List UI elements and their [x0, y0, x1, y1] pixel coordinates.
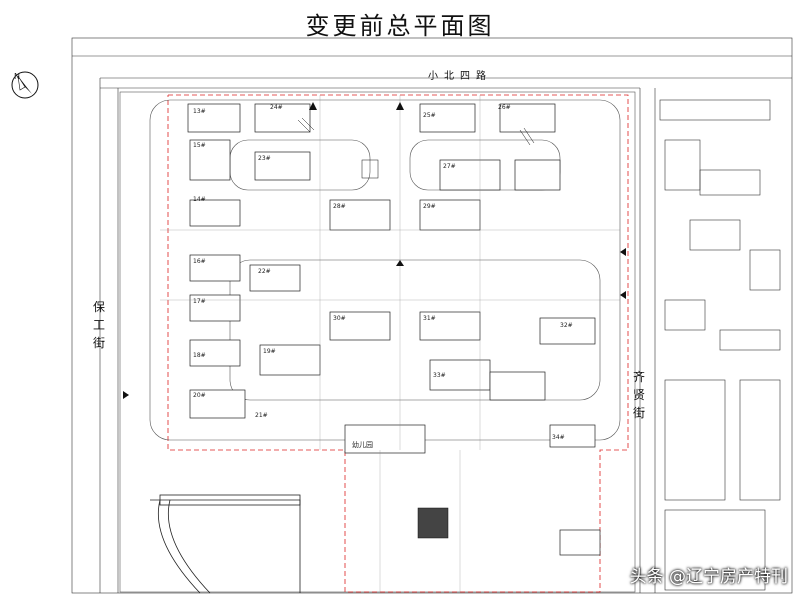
compass-label: N [14, 72, 20, 81]
building-label: 30# [333, 315, 346, 322]
building-label: 21# [255, 412, 268, 419]
page-title: 变更前总平面图 [305, 12, 495, 40]
building-label: 20# [193, 392, 206, 399]
building-label: 33# [433, 372, 446, 379]
building-label: 24# [270, 104, 283, 111]
building-label: 23# [258, 155, 271, 162]
building-label: 25# [423, 112, 436, 119]
building-label: 29# [423, 203, 436, 210]
building-label: 27# [443, 163, 456, 170]
north-arrow-icon [11, 71, 39, 99]
road-north-label: 小北四路 [428, 71, 492, 82]
road-west-label: 保工街 [92, 300, 105, 350]
building-label: 22# [258, 268, 271, 275]
building-label: 26# [498, 104, 511, 111]
building-label: 32# [560, 322, 573, 329]
building-label: 34# [552, 434, 565, 441]
building-label: 18# [193, 352, 206, 359]
building-label: 16# [193, 258, 206, 265]
building-label: 14# [193, 196, 206, 203]
kindergarten-label: 幼儿园 [352, 441, 373, 449]
building-label: 15# [193, 142, 206, 149]
watermark: 头条 @辽宁房产特刊 [629, 567, 788, 587]
building-label: 28# [333, 203, 346, 210]
building-label: 17# [193, 298, 206, 305]
building-label: 19# [263, 348, 276, 355]
building-label: 31# [423, 315, 436, 322]
building-label: 13# [193, 108, 206, 115]
road-east-label: 齐贤街 [632, 370, 645, 420]
